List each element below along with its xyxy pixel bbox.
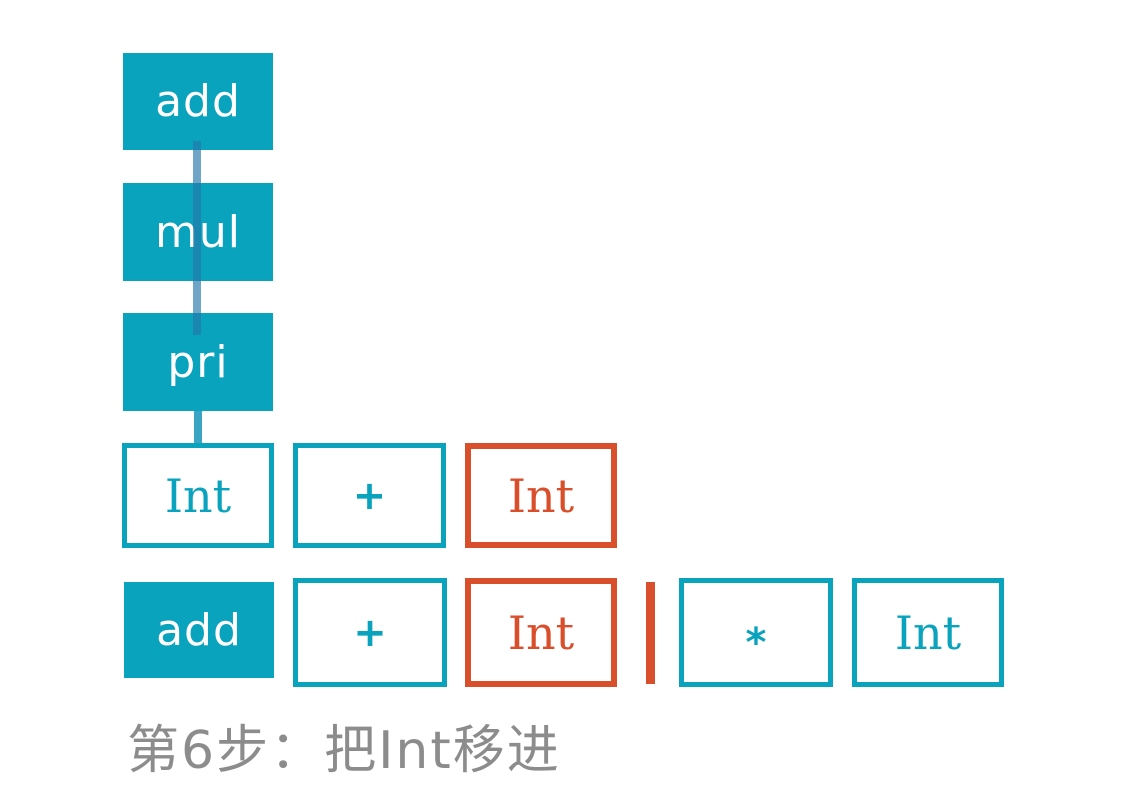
stack-int-shifted-label: Int: [507, 605, 575, 660]
tree-node-pri: pri: [123, 313, 273, 411]
stack-box-add: add: [124, 582, 274, 678]
tree-node-add: add: [123, 53, 273, 150]
token-box-plus-reduced: +: [293, 443, 446, 548]
input-box-star: *: [679, 578, 833, 687]
token-box-int-reduced: Int: [122, 443, 274, 548]
tree-edge-add-mul-pri: [193, 141, 201, 335]
stack-box-int-shifted: Int: [465, 578, 617, 687]
stack-box-plus: +: [293, 578, 447, 687]
step-caption: 第6步：把Int移进: [127, 721, 561, 781]
tree-edge-pri-int: [194, 411, 202, 443]
token-int-highlight-label: Int: [507, 468, 575, 523]
token-box-int-highlight: Int: [465, 443, 617, 548]
input-star-label: *: [745, 619, 767, 666]
token-plus-label: +: [352, 472, 387, 519]
tree-node-pri-label: pri: [167, 336, 229, 388]
stack-add-label: add: [156, 604, 242, 656]
tree-node-add-label: add: [155, 76, 241, 127]
stack-input-divider: [646, 582, 655, 684]
input-int-label: Int: [894, 605, 962, 660]
input-box-int: Int: [852, 578, 1004, 687]
stack-plus-label: +: [353, 609, 387, 656]
token-int-label: Int: [164, 468, 232, 523]
